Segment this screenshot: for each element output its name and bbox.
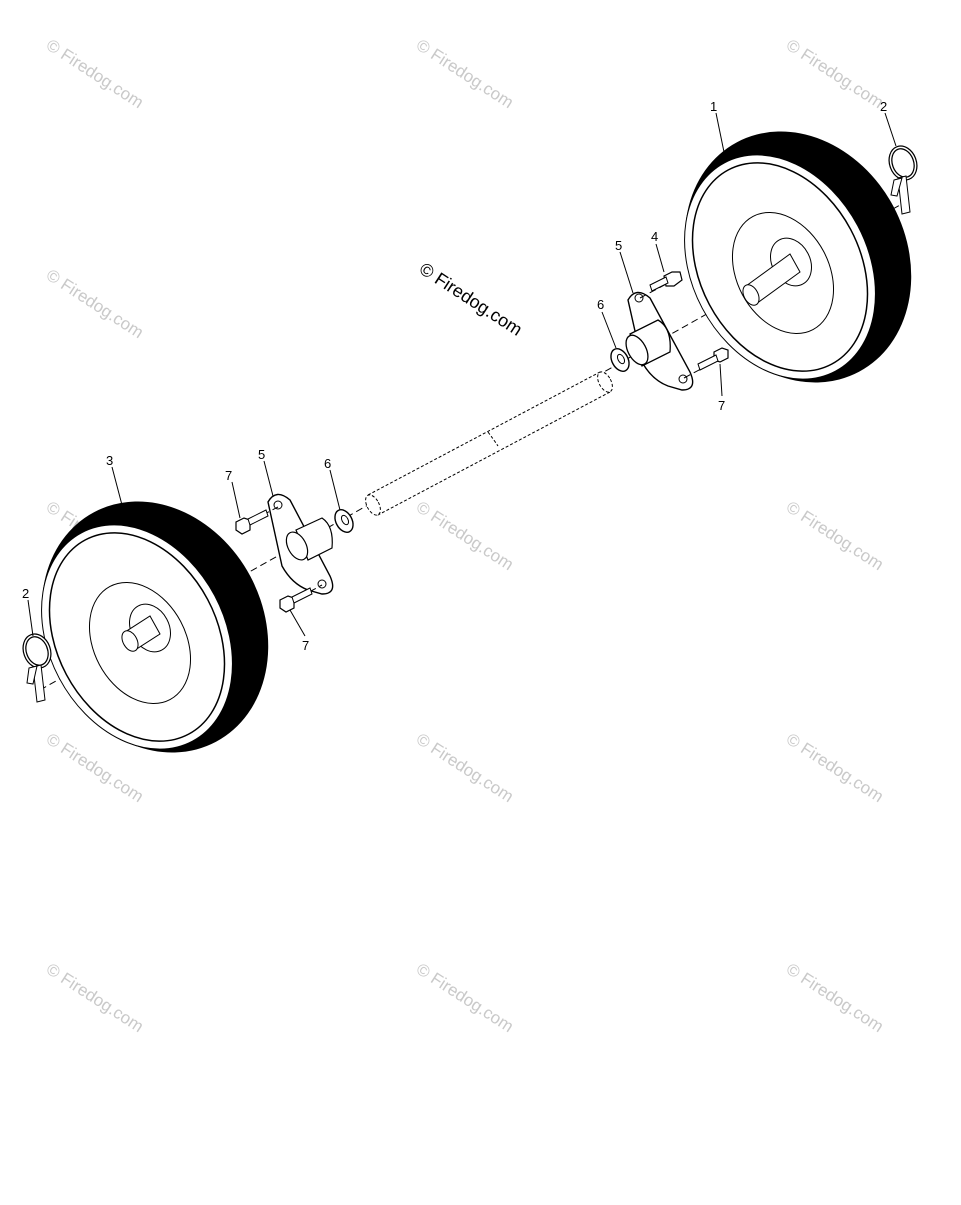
left-washer	[334, 509, 354, 533]
right-bolt-item-7	[683, 347, 729, 379]
callout-2-right: 2	[880, 99, 887, 114]
axle-shaft	[365, 371, 613, 516]
watermark-tile: © Firedog.com	[43, 959, 147, 1036]
leader-lines	[27, 112, 897, 637]
left-wheel	[41, 501, 269, 753]
callout-6-left: 6	[324, 456, 331, 471]
left-flange-bearing	[267, 493, 334, 595]
right-washer	[610, 348, 630, 372]
right-hairpin-clip	[888, 145, 918, 215]
left-bolt-bottom-item-7	[279, 584, 323, 613]
watermark-tile: © Firedog.com	[43, 35, 147, 112]
watermark-main: © Firedog.com	[416, 259, 526, 340]
callout-2-left: 2	[22, 586, 29, 601]
watermark-tile: © Firedog.com	[413, 729, 517, 806]
left-bolt-top-item-7	[235, 506, 279, 535]
callout-6-right: 6	[597, 297, 604, 312]
callout-5-right: 5	[615, 238, 622, 253]
callout-labels: 1 2 4 5 6 7 3 7 5 6 2 7	[22, 99, 887, 653]
right-wheel	[684, 131, 912, 383]
watermark-tile: © Firedog.com	[413, 959, 517, 1036]
callout-7-left-top: 7	[225, 468, 232, 483]
watermark-tile: © Firedog.com	[783, 497, 887, 574]
watermark-tile: © Firedog.com	[413, 497, 517, 574]
callout-5-left: 5	[258, 447, 265, 462]
watermark-tile: © Firedog.com	[783, 959, 887, 1036]
right-bolt-item-4	[639, 271, 683, 299]
callout-4: 4	[651, 229, 658, 244]
watermark-tile: © Firedog.com	[783, 729, 887, 806]
watermark-tile: © Firedog.com	[43, 265, 147, 342]
watermark-tile: © Firedog.com	[413, 35, 517, 112]
callout-7-right: 7	[718, 398, 725, 413]
callout-7-left-bottom: 7	[302, 638, 309, 653]
callout-1: 1	[710, 99, 717, 114]
left-hairpin-clip	[22, 633, 52, 703]
right-flange-bearing	[625, 291, 694, 391]
callout-3: 3	[106, 453, 113, 468]
watermark-tile: © Firedog.com	[783, 35, 887, 112]
